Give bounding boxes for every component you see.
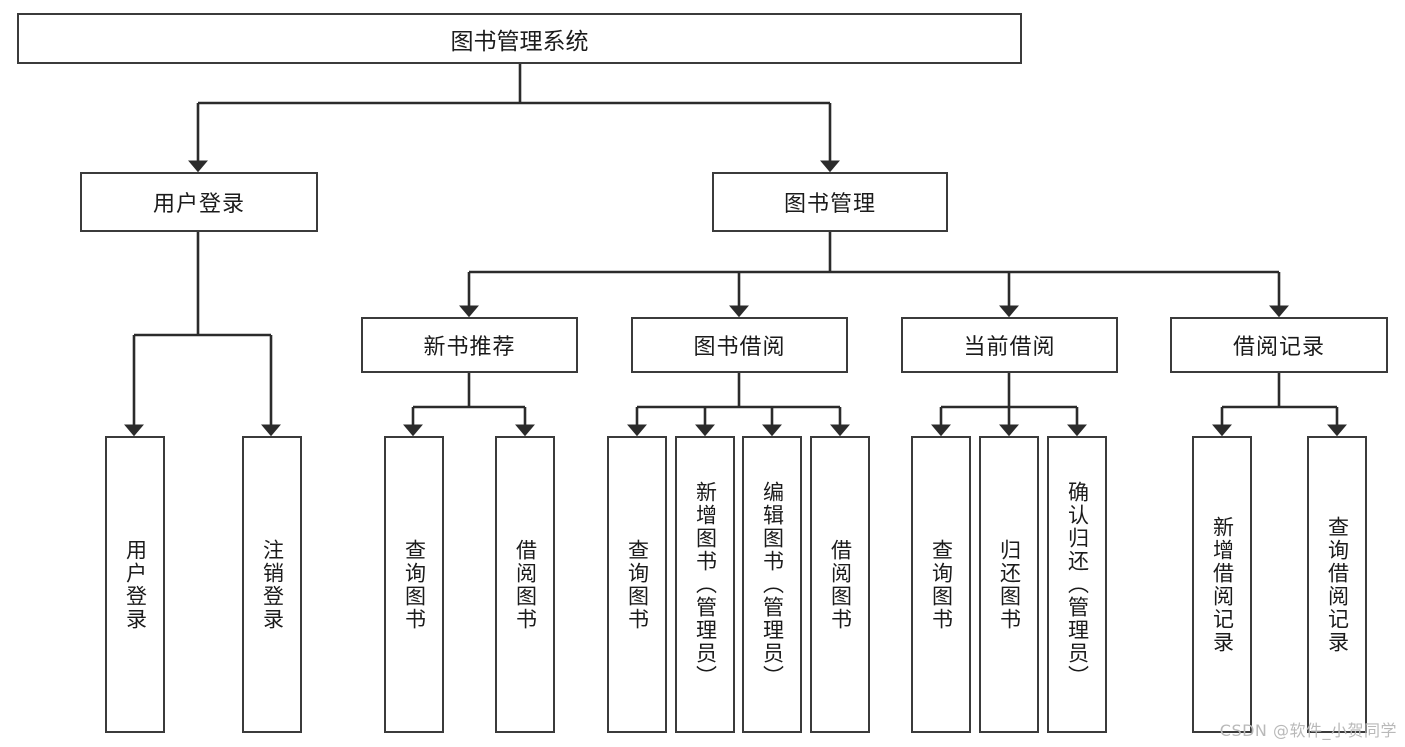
leaf-label: 用户登录 bbox=[123, 538, 148, 631]
leaf-label: 确认归还（管理员） bbox=[1065, 481, 1090, 688]
node-book-borrow[interactable]: 图书借阅 bbox=[631, 317, 848, 373]
leaf-label: 借阅图书 bbox=[828, 538, 853, 631]
leaf-label: 借阅图书 bbox=[513, 538, 538, 631]
node-user-login-label: 用户登录 bbox=[152, 192, 245, 217]
leaf-box[interactable]: 归还图书 bbox=[979, 436, 1039, 733]
node-borrow-record[interactable]: 借阅记录 bbox=[1170, 317, 1388, 373]
watermark: CSDN @软件_小贺同学 bbox=[1219, 721, 1397, 740]
leaf-label: 新增借阅记录 bbox=[1210, 515, 1235, 654]
leaf-label: 注销登录 bbox=[260, 538, 285, 631]
leaf-label: 查询借阅记录 bbox=[1325, 515, 1350, 654]
node-root[interactable]: 图书管理系统 bbox=[17, 13, 1022, 64]
leaf-box[interactable]: 查询图书 bbox=[607, 436, 667, 733]
node-book-management-label: 图书管理 bbox=[783, 192, 876, 217]
leaf-box[interactable]: 借阅图书 bbox=[810, 436, 870, 733]
node-book-management[interactable]: 图书管理 bbox=[712, 172, 948, 232]
node-user-login[interactable]: 用户登录 bbox=[80, 172, 318, 232]
leaf-box[interactable]: 编辑图书（管理员） bbox=[742, 436, 802, 733]
node-borrow-record-label: 借阅记录 bbox=[1232, 335, 1325, 360]
leaf-label: 编辑图书（管理员） bbox=[760, 481, 785, 688]
node-current-borrow[interactable]: 当前借阅 bbox=[901, 317, 1118, 373]
node-book-borrow-label: 图书借阅 bbox=[693, 335, 786, 360]
leaf-box[interactable]: 确认归还（管理员） bbox=[1047, 436, 1107, 733]
leaf-label: 归还图书 bbox=[997, 538, 1022, 631]
leaf-box[interactable]: 借阅图书 bbox=[495, 436, 555, 733]
leaf-box[interactable]: 查询图书 bbox=[384, 436, 444, 733]
leaf-label: 新增图书（管理员） bbox=[693, 481, 718, 688]
leaf-label: 查询图书 bbox=[402, 538, 427, 631]
leaf-box[interactable]: 新增借阅记录 bbox=[1192, 436, 1252, 733]
leaf-box[interactable]: 注销登录 bbox=[242, 436, 302, 733]
node-current-borrow-label: 当前借阅 bbox=[963, 335, 1056, 360]
node-new-book-recommend[interactable]: 新书推荐 bbox=[361, 317, 578, 373]
leaf-label: 查询图书 bbox=[929, 538, 954, 631]
leaf-box[interactable]: 查询借阅记录 bbox=[1307, 436, 1367, 733]
node-new-book-recommend-label: 新书推荐 bbox=[423, 335, 516, 360]
leaf-box[interactable]: 用户登录 bbox=[105, 436, 165, 733]
leaf-label: 查询图书 bbox=[625, 538, 650, 631]
leaf-box[interactable]: 查询图书 bbox=[911, 436, 971, 733]
node-root-label: 图书管理系统 bbox=[450, 28, 589, 55]
leaf-box[interactable]: 新增图书（管理员） bbox=[675, 436, 735, 733]
